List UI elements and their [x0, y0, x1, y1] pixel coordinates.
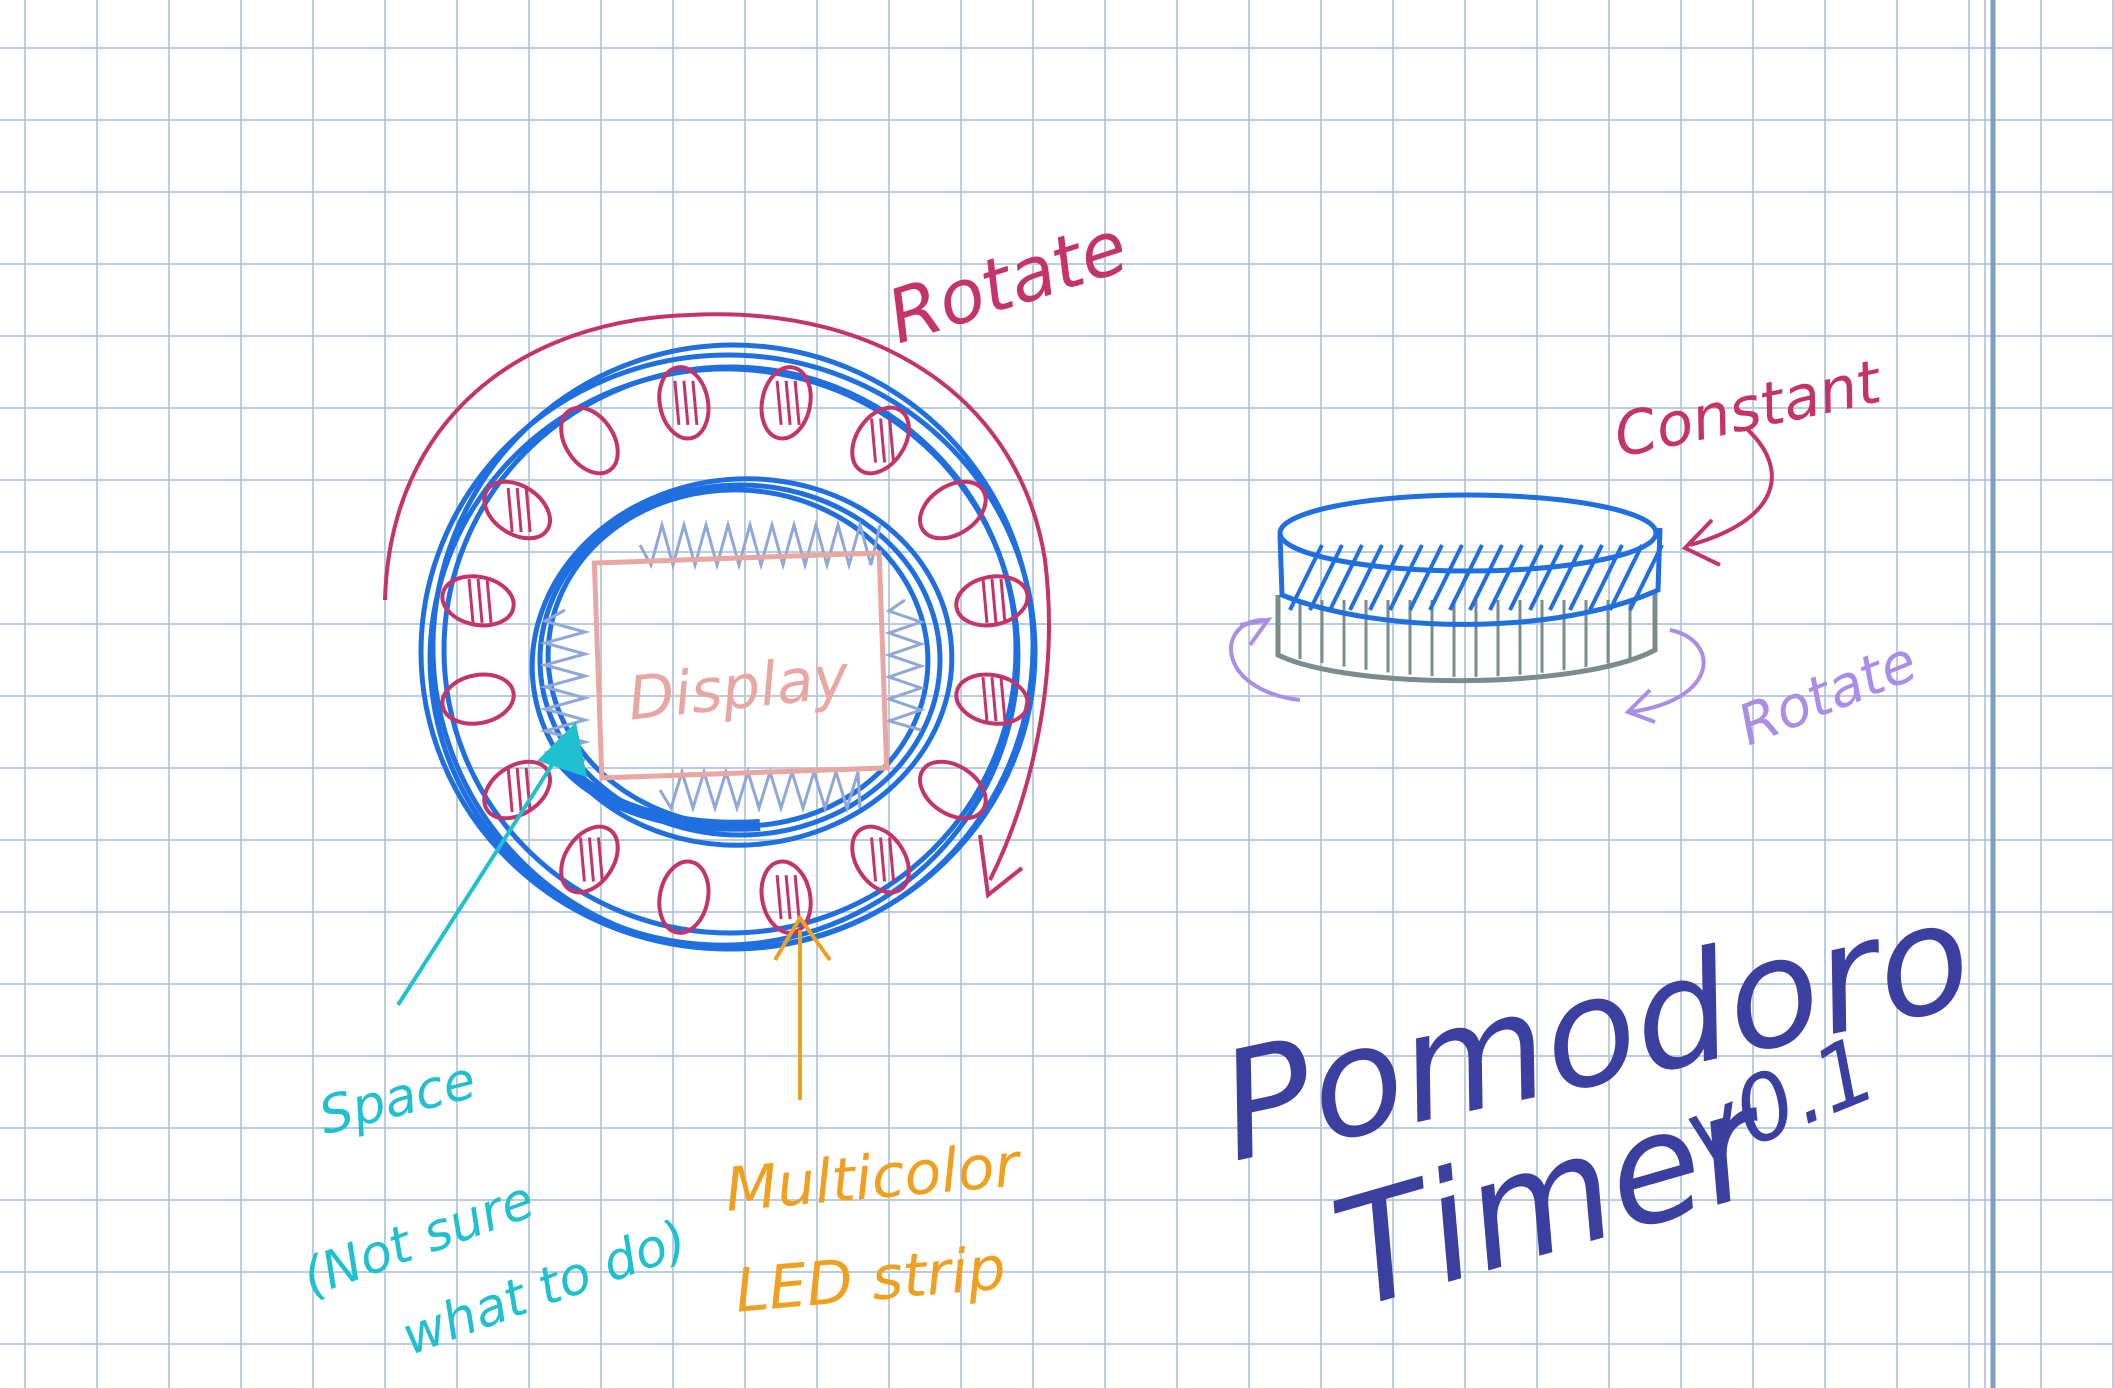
constant-pointer [1689, 428, 1774, 547]
led-13 [440, 574, 516, 628]
led-1 [759, 365, 813, 441]
led-2 [850, 405, 911, 476]
inner-ring-thick-segment [555, 756, 761, 832]
led-7 [850, 824, 911, 895]
led-16 [657, 365, 711, 441]
inner-gap-hatching [539, 519, 926, 814]
base-cylinder [1275, 590, 1658, 684]
hatch-top [638, 519, 882, 571]
space-pointer-arrowhead [537, 721, 587, 778]
led-6 [918, 759, 988, 821]
constant-label: Constant [1608, 347, 1889, 472]
led-12 [440, 672, 516, 726]
constant-arrowhead [1681, 518, 1721, 567]
led-10 [559, 824, 620, 895]
led-9 [657, 859, 711, 935]
led-label-line1: Multicolor [722, 1130, 1025, 1226]
led-15 [559, 405, 620, 476]
outer-blue-ring [418, 342, 1038, 952]
inner-blue-ring [529, 476, 955, 848]
led-pointer-arrowhead [773, 914, 832, 962]
led-3 [918, 479, 988, 541]
rotate-side-arrowhead-left [1239, 617, 1273, 647]
rotate-arc-arrow [383, 312, 1051, 881]
rotate-label-top: Rotate [877, 203, 1137, 361]
display-label: Display [625, 642, 854, 735]
hatch-bottom [658, 766, 862, 814]
space-pointer-line [396, 738, 570, 1007]
led-14 [482, 479, 552, 541]
rotate-side-arrow-right [1629, 628, 1706, 714]
top-cylinder-hatching [1288, 544, 1664, 611]
led-4 [954, 574, 1030, 628]
rotate-arrowhead [978, 834, 1024, 899]
side-view-diagram [1229, 428, 1774, 724]
led-label-line2: LED strip [732, 1233, 1008, 1326]
led-5 [954, 672, 1030, 726]
led-11 [482, 759, 552, 821]
hatch-right [883, 598, 926, 732]
rotate-side-arrowhead-right [1624, 688, 1656, 724]
display-box [591, 550, 890, 781]
